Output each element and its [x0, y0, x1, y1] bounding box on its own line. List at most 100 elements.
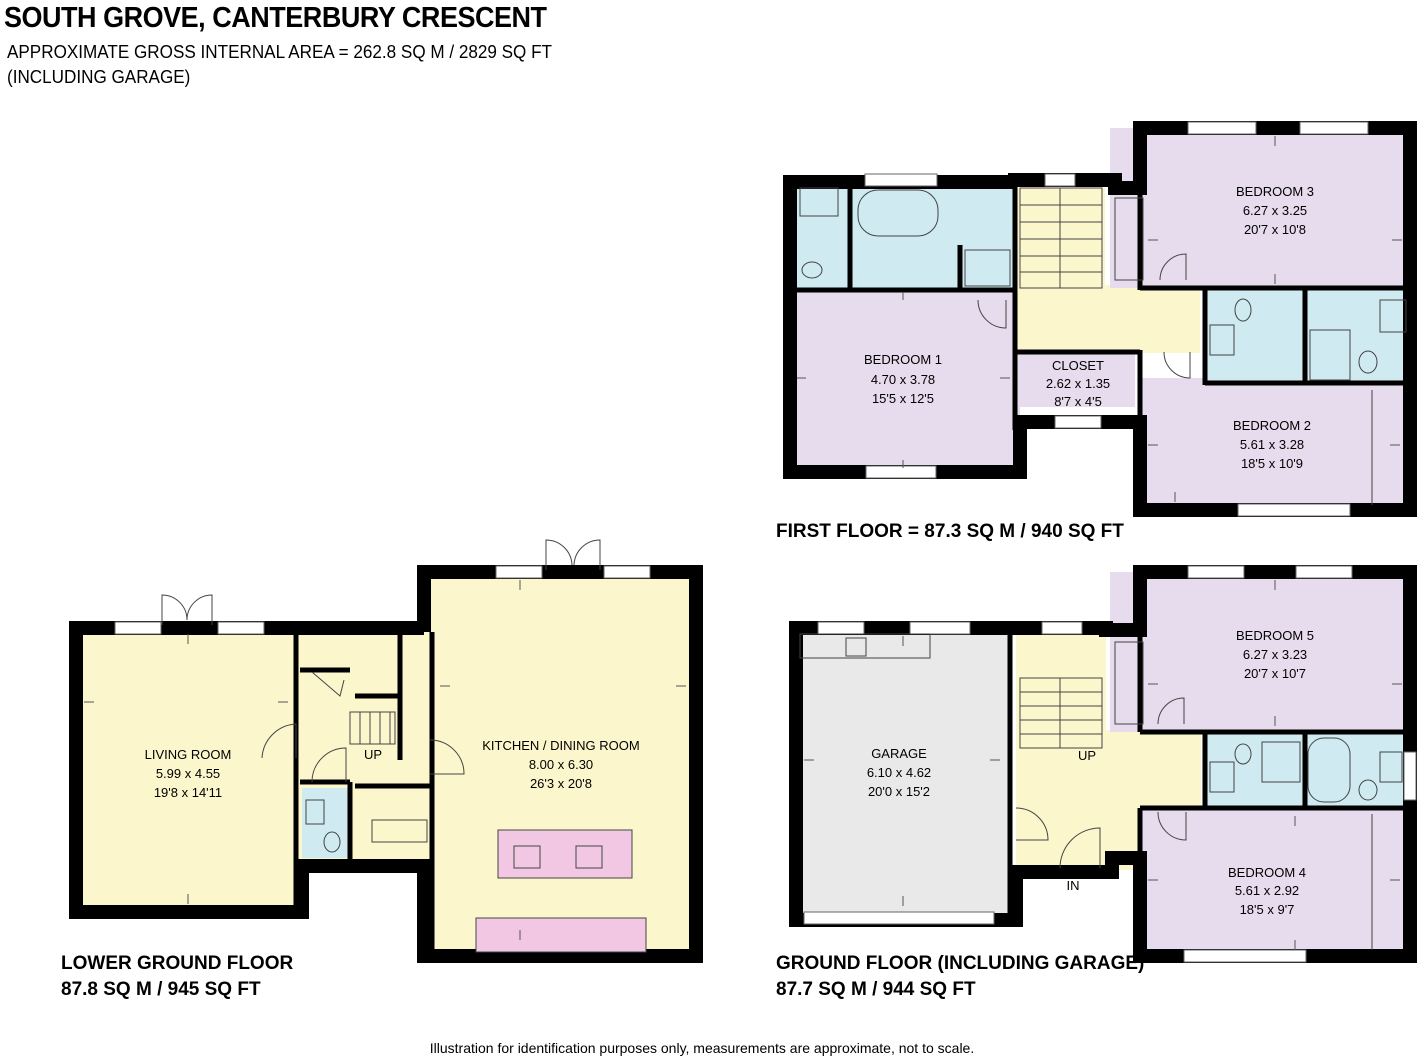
door-swing	[429, 739, 465, 775]
garage-metric: 6.10 x 4.62	[867, 765, 931, 780]
toilet-icon	[1358, 350, 1378, 374]
bedroom-5-imperial: 20'7 x 10'7	[1244, 666, 1306, 681]
first-floor-bathroom	[790, 182, 1015, 292]
door-swing	[1157, 811, 1187, 841]
closet-metric: 2.62 x 1.35	[1046, 376, 1110, 391]
garage-counter	[799, 633, 931, 659]
lower-ground-floor-area: 87.8 SQ M / 945 SQ FT	[61, 979, 261, 1000]
shower-icon	[1261, 741, 1301, 783]
window	[1183, 949, 1307, 963]
first-floor-plan: BEDROOM 3 6.27 x 3.25 20'7 x 10'8 BEDROO…	[783, 121, 1417, 517]
disclaimer-text: Illustration for identification purposes…	[429, 1040, 975, 1056]
toilet-icon	[1234, 298, 1252, 322]
door-swing	[311, 747, 347, 783]
entrance-door-swing	[1059, 827, 1101, 869]
living-room-name: LIVING ROOM	[145, 747, 232, 762]
garage-imperial: 20'0 x 15'2	[868, 784, 930, 799]
kitchen-island	[497, 829, 633, 879]
door-swing	[1163, 351, 1191, 379]
toilet-icon	[1234, 743, 1252, 765]
door-swing	[261, 723, 297, 759]
page-title: SOUTH GROVE, CANTERBURY CRESCENT	[4, 2, 547, 34]
window	[114, 621, 162, 635]
shower-icon	[1309, 329, 1351, 381]
ground-staircase	[1019, 677, 1103, 749]
window	[1295, 565, 1353, 579]
sink-icon	[513, 845, 541, 869]
stairs-up-marker: UP	[364, 747, 382, 762]
dimension-arrows	[797, 136, 1402, 502]
bedroom-1-name: BEDROOM 1	[864, 352, 942, 367]
first-floor-hallway	[1015, 285, 1200, 353]
window	[603, 565, 651, 579]
window	[1187, 565, 1245, 579]
door-swing	[977, 299, 1007, 329]
sink-icon	[1209, 761, 1235, 793]
lower-ground-floor-plan: LIVING ROOM 5.99 x 4.55 19'8 x 14'11 KIT…	[69, 539, 703, 963]
living-room-area	[76, 628, 296, 908]
ground-floor-area: 87.7 SQ M / 944 SQ FT	[776, 979, 976, 1000]
dimension-arrows	[84, 580, 686, 940]
window	[909, 621, 971, 635]
window	[1041, 621, 1083, 635]
gross-area-text: APPROXIMATE GROSS INTERNAL AREA = 262.8 …	[7, 42, 553, 62]
french-doors-icon	[161, 539, 601, 625]
toilet-icon	[1358, 779, 1378, 801]
window	[864, 173, 938, 187]
bedroom-2-metric: 5.61 x 3.28	[1240, 437, 1304, 452]
bedroom-4-area	[1140, 808, 1410, 956]
garage-name: GARAGE	[871, 746, 927, 761]
window	[817, 621, 865, 635]
bedroom-4-imperial: 18'5 x 9'7	[1240, 902, 1295, 917]
stairs-up-marker: UP	[1078, 748, 1096, 763]
window	[495, 565, 543, 579]
sink-icon	[1209, 324, 1235, 356]
window	[1044, 173, 1076, 187]
dimension-arrows	[804, 580, 1402, 950]
kitchen-counter	[475, 917, 647, 953]
first-floor-label: FIRST FLOOR = 87.3 SQ M / 940 SQ FT	[776, 521, 1124, 542]
closet-name: CLOSET	[1052, 358, 1104, 373]
gross-area-note: (INCLUDING GARAGE)	[7, 67, 191, 87]
bedroom-2-name: BEDROOM 2	[1233, 418, 1311, 433]
window	[1054, 415, 1102, 429]
bedroom-5-metric: 6.27 x 3.23	[1243, 647, 1307, 662]
living-room-metric: 5.99 x 4.55	[156, 766, 220, 781]
door-swing	[311, 671, 345, 697]
living-room-imperial: 19'8 x 14'11	[154, 785, 222, 800]
window	[1299, 121, 1369, 135]
ground-floor-label: GROUND FLOOR (INCLUDING GARAGE)	[776, 953, 1145, 974]
window	[1187, 121, 1257, 135]
shower-icon	[964, 249, 1011, 287]
wardrobe-icon	[1114, 641, 1144, 725]
bedroom-5-area	[1110, 572, 1410, 732]
door-swing	[1157, 697, 1185, 725]
bedroom-2-imperial: 18'5 x 10'9	[1241, 456, 1303, 471]
bedroom-1-metric: 4.70 x 3.78	[871, 372, 935, 387]
bedroom-1-imperial: 15'5 x 12'5	[872, 391, 934, 406]
first-floor-staircase	[1019, 187, 1103, 289]
toilet-icon	[801, 261, 823, 279]
bedroom-3-name: BEDROOM 3	[1236, 184, 1314, 199]
bedroom-4-name: BEDROOM 4	[1228, 865, 1306, 880]
kitchen-imperial: 26'3 x 20'8	[530, 776, 592, 791]
lower-ground-floor-label: LOWER GROUND FLOOR	[61, 953, 294, 974]
toilet-icon	[323, 831, 341, 853]
door-swing	[1159, 253, 1187, 281]
door-swing	[1015, 807, 1049, 841]
bedroom-5-name: BEDROOM 5	[1236, 628, 1314, 643]
ground-floor-plan: GARAGE 6.10 x 4.62 20'0 x 15'2 BEDROOM 5…	[789, 565, 1417, 963]
bathtub-icon	[1307, 737, 1351, 803]
bedroom-3-imperial: 20'7 x 10'8	[1244, 222, 1306, 237]
wardrobe-icon	[1114, 197, 1144, 281]
sink-icon	[845, 637, 867, 657]
garage-door	[803, 911, 995, 925]
sink-icon	[1379, 751, 1403, 783]
sink-icon	[305, 799, 325, 825]
kitchen-name: KITCHEN / DINING ROOM	[482, 738, 639, 753]
window	[865, 465, 937, 479]
closet-imperial: 8'7 x 4'5	[1054, 394, 1102, 409]
closet-area	[1015, 352, 1135, 407]
hob-icon	[575, 845, 603, 869]
